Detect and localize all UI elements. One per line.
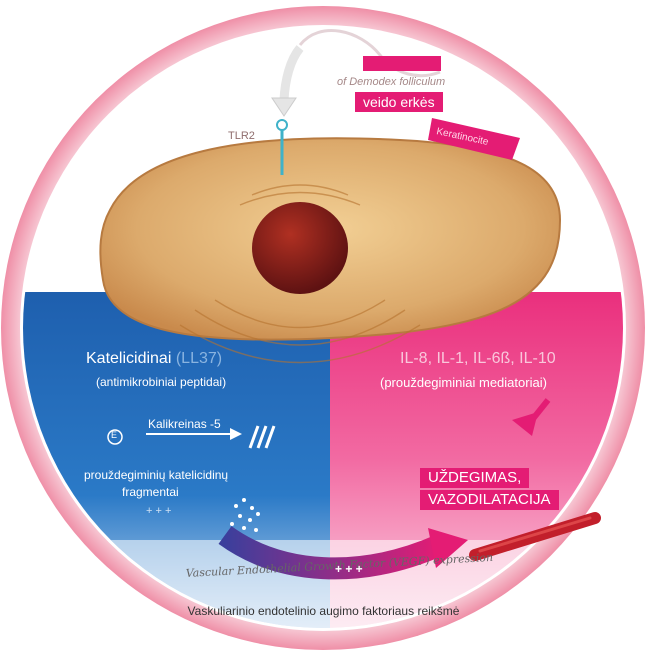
proinflammatory-label: (prouždegiminiai mediatoriai) (380, 375, 547, 390)
nucleus (252, 202, 348, 294)
interleukins-label: IL-8, IL-1, IL-6ß, IL-10 (400, 350, 556, 368)
kallikrein-label: Kalikreinas -5 (148, 417, 221, 431)
pathogen-lt-tag: veido erkės (355, 92, 443, 112)
inflammation-tag-line1: UŽDEGIMAS, (420, 468, 529, 488)
pathogen-label: of Demodex folliculum (337, 76, 445, 88)
tlr2-label: TLR2 (228, 130, 255, 142)
plus-bottom: + + + (335, 562, 363, 576)
fragments-label-line2: fragmentai (122, 485, 179, 499)
antimicrobial-label: (antimikrobiniai peptidai) (96, 375, 226, 389)
inflammation-tag-line2: VAZODILATACIJA (420, 490, 559, 510)
fragments-label-line1: prouždegiminių katelicidinų (84, 468, 228, 482)
catelicidins-label: Katelicidinai (86, 350, 171, 367)
top-magenta-block (363, 56, 441, 71)
ll37-label: (LL37) (176, 350, 222, 367)
enzyme-symbol: E (111, 430, 117, 440)
catelicidins-heading: Katelicidinai (LL37) (86, 350, 222, 368)
caption: Vaskuliarinio endotelinio augimo faktori… (0, 604, 647, 618)
plus-left: + + + (146, 505, 171, 517)
